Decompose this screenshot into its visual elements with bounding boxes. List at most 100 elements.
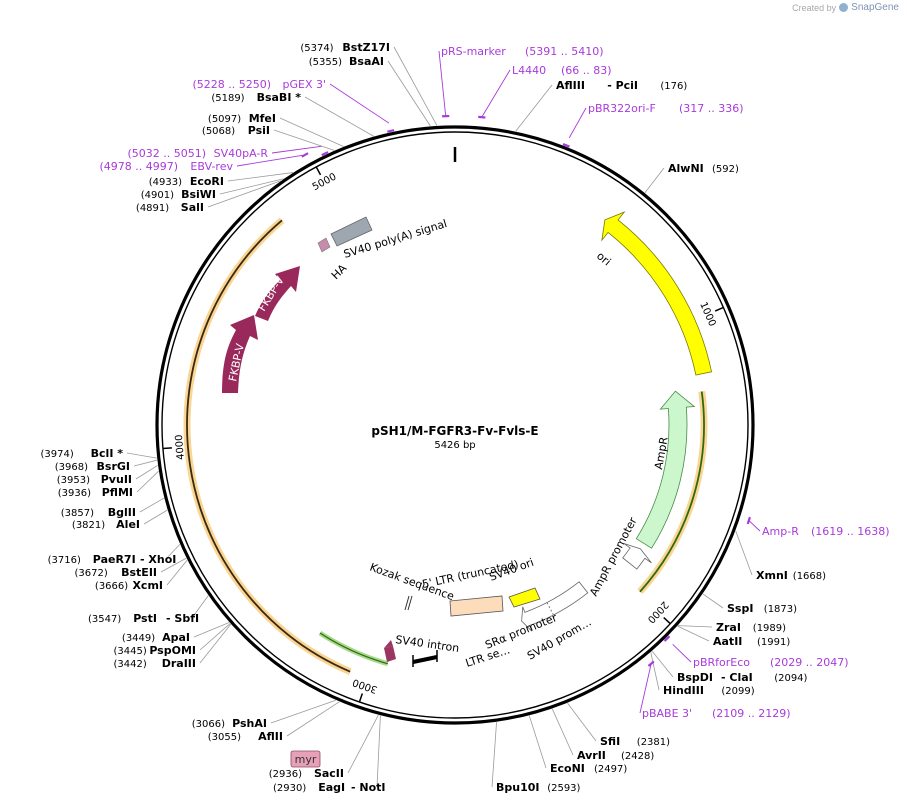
site-label[interactable]: AleI(3821) xyxy=(72,518,140,531)
feature-5ltr[interactable] xyxy=(449,595,504,617)
feature-myr[interactable]: myr xyxy=(290,750,321,768)
feature-ampr[interactable] xyxy=(635,390,696,549)
site-name-2: - NotI xyxy=(351,781,386,794)
site-name: SalI xyxy=(181,201,204,214)
primer-label[interactable]: pBABE 3'(2109 .. 2129) xyxy=(642,707,791,720)
orf-arc-bottom[interactable] xyxy=(318,630,389,667)
primer-name: pBABE 3' xyxy=(642,707,692,720)
primer-label[interactable]: pRS-marker(5391 .. 5410) xyxy=(441,45,604,58)
primer-label[interactable]: EBV-rev(4978 .. 4997) xyxy=(99,160,233,173)
site-label[interactable]: PsiI(5068) xyxy=(202,124,270,137)
feature-ampr-label: AmpR xyxy=(652,436,671,471)
site-label[interactable]: AvrII(2428) xyxy=(577,749,654,762)
site-label[interactable]: SfiI(2381) xyxy=(600,735,670,748)
primer-leader xyxy=(236,154,305,167)
primer-label[interactable]: pBR322ori-F(317 .. 336) xyxy=(588,102,744,115)
site-label[interactable]: XcmI(3666) xyxy=(95,579,163,592)
site-label[interactable]: BsiWI(4901) xyxy=(141,188,216,201)
primer-mark xyxy=(387,129,395,133)
site-label[interactable]: BsaAI(5355) xyxy=(309,55,384,68)
site-label[interactable]: BclI *(3974) xyxy=(41,447,124,460)
feature-fkbp-v-2[interactable]: FKBP-V xyxy=(255,266,300,321)
site-label[interactable]: BstEII(3672) xyxy=(75,566,157,579)
leader-line xyxy=(279,117,344,147)
site-label[interactable]: BspDI- ClaI(2094) xyxy=(677,671,808,684)
site-label[interactable]: DraIII(3442) xyxy=(114,657,196,670)
primer-name: pBRforEco xyxy=(693,656,750,669)
primer-label[interactable]: pBRforEco(2029 .. 2047) xyxy=(693,656,849,669)
site-label[interactable]: AatII(1991) xyxy=(713,635,790,648)
feature-sra-promoter[interactable] xyxy=(521,581,589,632)
site-label[interactable]: SspI(1873) xyxy=(727,602,797,615)
leader-line xyxy=(677,625,710,642)
backbone-inner xyxy=(161,131,749,719)
site-position: (3666) xyxy=(95,581,128,592)
feature-fkbp-v-1[interactable]: FKBP-V xyxy=(222,315,258,393)
site-label[interactable]: HindIII(2099) xyxy=(663,684,755,697)
site-label[interactable]: PvuII(3953) xyxy=(57,473,132,486)
site-label[interactable]: XmnI(1668) xyxy=(756,569,826,582)
site-label[interactable]: AflII(3055) xyxy=(208,730,283,743)
site-name: AflIII xyxy=(556,79,585,92)
primer-label[interactable]: SV40pA-R(5032 .. 5051) xyxy=(127,147,268,160)
site-name-2: - XhoI xyxy=(140,553,176,566)
site-label[interactable]: BsaBI *(5189) xyxy=(211,91,301,104)
orf-arc-right[interactable] xyxy=(637,391,708,595)
site-label[interactable]: PspOMI(3445) xyxy=(114,644,196,657)
leader-line xyxy=(207,180,281,208)
feature-sv40-ori[interactable] xyxy=(508,587,541,608)
site-label[interactable]: EcoNI(2497) xyxy=(550,762,627,775)
site-label[interactable]: ApaI(3449) xyxy=(122,631,190,644)
leader-line xyxy=(735,530,753,576)
site-position: (2099) xyxy=(721,686,754,697)
site-label[interactable]: SalI(4891) xyxy=(136,201,204,214)
site-label[interactable]: BsrGI(3968) xyxy=(55,460,130,473)
tick-label: 5000 xyxy=(311,171,339,193)
leader-line xyxy=(270,699,336,724)
site-label[interactable]: PstI(3547)- SbfI xyxy=(88,612,199,625)
feature-ha[interactable] xyxy=(317,237,331,253)
primer-name: L4440 xyxy=(512,64,546,77)
site-label[interactable]: PaeR7I(3716)- XhoI xyxy=(48,553,177,566)
primer-label[interactable]: L4440(66 .. 83) xyxy=(512,64,612,77)
primer-name: SV40pA-R xyxy=(214,147,269,160)
site-label[interactable]: AlwNI(592) xyxy=(668,162,739,175)
feature-ha-label: HA xyxy=(329,261,350,282)
site-label[interactable]: ZraI(1989) xyxy=(716,621,786,634)
site-label[interactable]: MfeI(5097) xyxy=(208,112,276,125)
primer-label[interactable]: Amp-R(1619 .. 1638) xyxy=(762,525,890,538)
site-name-2: - PciI xyxy=(607,79,638,92)
leader-line xyxy=(567,702,597,742)
feature-ampr-promoter[interactable] xyxy=(622,542,652,570)
site-label[interactable]: Bpu10I(2593) xyxy=(496,781,581,794)
feature-sv40-intron[interactable] xyxy=(384,640,438,667)
feature-ori[interactable] xyxy=(601,211,713,376)
site-label[interactable]: EagI(2930)- NotI xyxy=(273,781,386,794)
site-position: (5374) xyxy=(300,43,333,54)
site-position: (176) xyxy=(660,81,687,92)
feature-kozak[interactable] xyxy=(404,595,413,611)
primer-label[interactable]: pGEX 3'(5228 .. 5250) xyxy=(192,78,326,91)
leader-line xyxy=(678,625,713,628)
site-label[interactable]: BglII(3857) xyxy=(61,506,136,519)
primer-mark xyxy=(478,115,486,119)
site-position: (3953) xyxy=(57,475,90,486)
site-name: BstEII xyxy=(121,566,157,579)
leader-line xyxy=(651,650,674,678)
site-name: PsiI xyxy=(248,124,270,137)
leader-line xyxy=(135,465,158,480)
site-name: AlwNI xyxy=(668,162,704,175)
site-label[interactable]: SacII(2936) xyxy=(269,767,344,780)
site-position: (1873) xyxy=(764,604,797,615)
leader-line xyxy=(273,129,335,151)
feature-sv40-polya[interactable] xyxy=(330,216,373,247)
site-name: AvrII xyxy=(577,749,606,762)
primer-name: pGEX 3' xyxy=(282,78,326,91)
site-label[interactable]: BstZ17I(5374) xyxy=(300,41,390,54)
site-label[interactable]: AflIII - PciI (176) xyxy=(556,79,687,92)
site-label[interactable]: PflMI(3936) xyxy=(58,486,133,499)
site-label[interactable]: EcoRI(4933) xyxy=(149,175,224,188)
leader-line xyxy=(139,497,165,513)
site-label[interactable]: PshAI(3066) xyxy=(192,717,267,730)
orf-arc-left[interactable] xyxy=(183,217,352,675)
